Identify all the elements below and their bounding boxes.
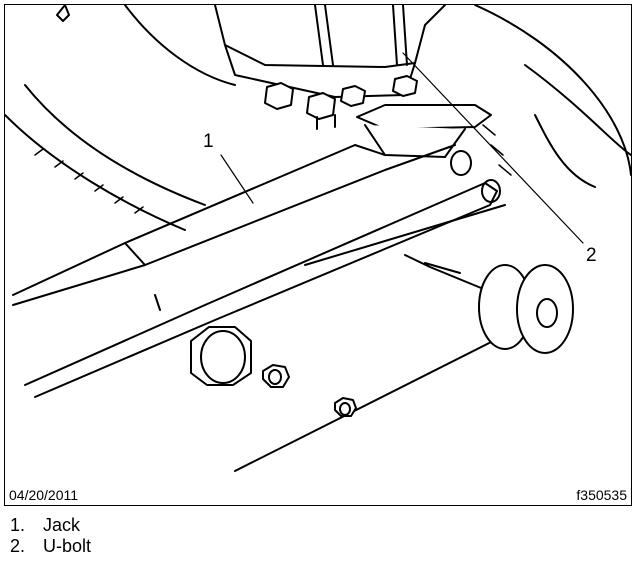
jack-arm [12, 144, 501, 398]
jack-u-bolt-illustration [5, 5, 631, 472]
jack-saddle [356, 104, 492, 158]
legend-item: 1. Jack [10, 515, 91, 536]
legend-number: 1. [10, 515, 26, 535]
callout-leader-lines [220, 52, 584, 244]
legend-label: U-bolt [43, 536, 92, 556]
axle-housing [56, 5, 446, 98]
legend-number: 2. [10, 536, 26, 556]
legend-item: 2. U-bolt [10, 536, 91, 557]
jack-rear-wheel [478, 264, 574, 354]
legend: 1. Jack 2. U-bolt [10, 515, 91, 557]
jack-frame [234, 204, 526, 472]
callout-2: 2 [586, 245, 597, 266]
callout-1: 1 [203, 131, 214, 152]
u-bolt [314, 5, 408, 66]
floor-nuts [190, 326, 357, 417]
illustration-frame: 1 2 04/20/2011 f350535 [4, 4, 632, 506]
legend-label: Jack [43, 515, 81, 535]
u-bolt-nuts [264, 75, 418, 130]
figure-date: 04/20/2011 [9, 487, 79, 503]
figure-id: f350535 [576, 487, 627, 503]
tire-outline [5, 5, 631, 231]
